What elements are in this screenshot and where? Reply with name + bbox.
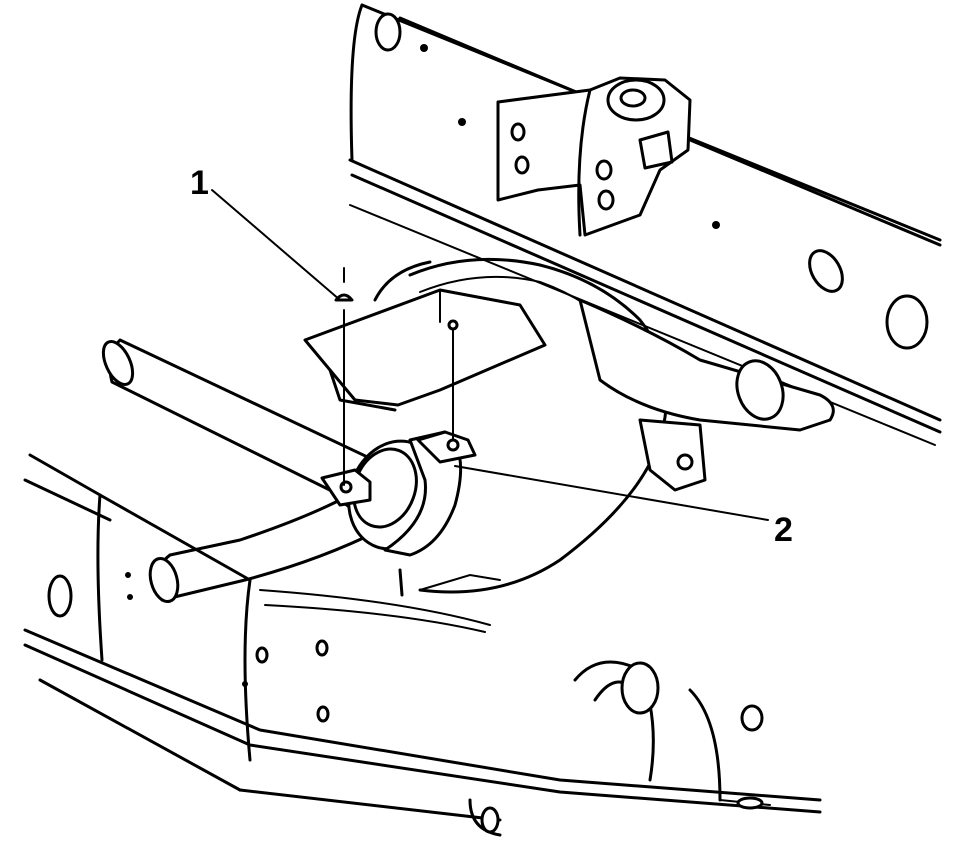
stabilizer-upper-mount [303, 288, 547, 412]
callout-2-label: 2 [774, 511, 793, 549]
callout-2-leader [454, 465, 769, 521]
frame-slot [808, 249, 844, 293]
upper-bracket [496, 76, 692, 237]
axle-bracket [638, 418, 707, 492]
frame-hole [885, 294, 929, 350]
callout-1-label: 1 [190, 164, 209, 202]
lower-frame-rail [23, 453, 822, 837]
frame-hole [374, 12, 402, 52]
axle-housing [373, 257, 835, 597]
frame-slot [47, 574, 73, 618]
clamp-ear [416, 430, 477, 464]
stabilizer-bar [101, 338, 397, 604]
stabilizer-insulator [320, 430, 477, 557]
callout-1-leader [211, 189, 341, 301]
